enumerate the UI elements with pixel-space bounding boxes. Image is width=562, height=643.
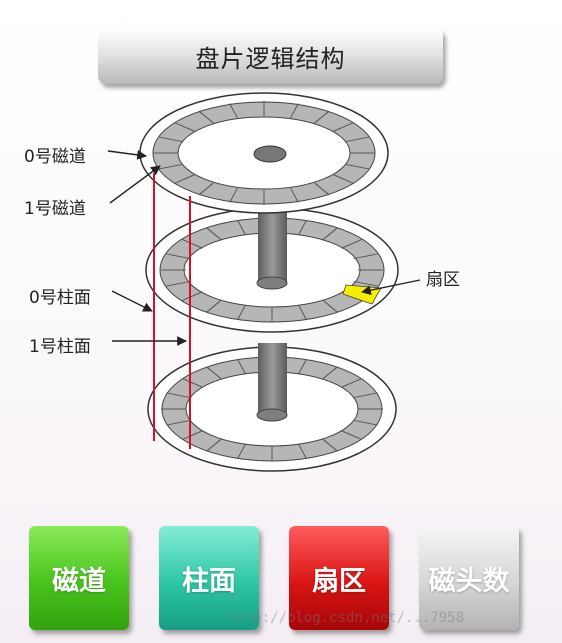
sector-divider [198,110,214,124]
cylinder-button-label: 柱面 [182,565,236,597]
sector-divider [341,238,363,249]
sector-divider [181,291,203,302]
sector-divider [206,299,222,313]
sector-divider [237,304,246,320]
sector-divider [314,182,330,196]
sector-button-label: 扇区 [312,565,366,597]
sector-divider [333,174,355,185]
sector-divider [237,359,246,375]
sector-divider [290,103,299,119]
sector-label: 扇区 [426,270,460,290]
sector-divider [290,187,299,203]
sector-divider [322,299,338,313]
sector-divider [173,174,195,185]
sector-divider [229,103,238,119]
sector-divider [181,238,203,249]
head-count-button-label: 磁头数 [428,565,510,597]
sector-divider [333,121,355,132]
head-count-button[interactable]: 磁头数 [419,526,519,630]
sector-divider [181,377,203,388]
sector-divider [341,430,363,441]
cylinder-button[interactable]: 柱面 [159,526,259,630]
sector-divider [166,419,191,426]
sector-divider [237,443,246,459]
sector-button[interactable]: 扇区 [289,526,389,630]
sector-divider [198,182,214,196]
sector-divider [298,304,307,320]
spindle-cap [253,145,287,163]
sector-divider [166,392,191,399]
title-text: 盘片逻辑结构 [195,44,346,73]
track-1-label: 1号磁道 [24,199,86,219]
sector-divider [166,280,191,287]
sector-divider [237,220,246,236]
sector-divider [181,430,203,441]
sector-divider [166,253,191,260]
sector-divider [345,163,370,170]
sector-divider [353,253,378,260]
sector-divider [206,366,222,380]
cylinder-1-label: 1号柱面 [29,337,91,357]
sector-divider [314,110,330,124]
sector-divider [206,438,222,452]
sector-divider [173,121,195,132]
track-0-label: 0号磁道 [24,147,86,167]
track-button-label: 磁道 [52,565,106,597]
sector-divider [353,280,378,287]
sector-divider [158,163,183,170]
sector-divider [341,377,363,388]
watermark-text: http://blog.csdn.net/...7958 [228,610,465,626]
cylinder-0-label: 0号柱面 [29,288,91,308]
sector-divider [322,438,338,452]
sector-divider [298,220,307,236]
track-button[interactable]: 磁道 [29,526,129,630]
sector-divider [353,419,378,426]
sector-divider [158,136,183,143]
sector-divider [298,359,307,375]
sector-divider [229,187,238,203]
sector-divider [298,443,307,459]
sector-divider [322,366,338,380]
sector-divider [353,392,378,399]
sector-divider [345,136,370,143]
sector-divider [322,227,338,241]
sector-divider [206,227,222,241]
page-title: 盘片逻辑结构 [98,28,443,84]
